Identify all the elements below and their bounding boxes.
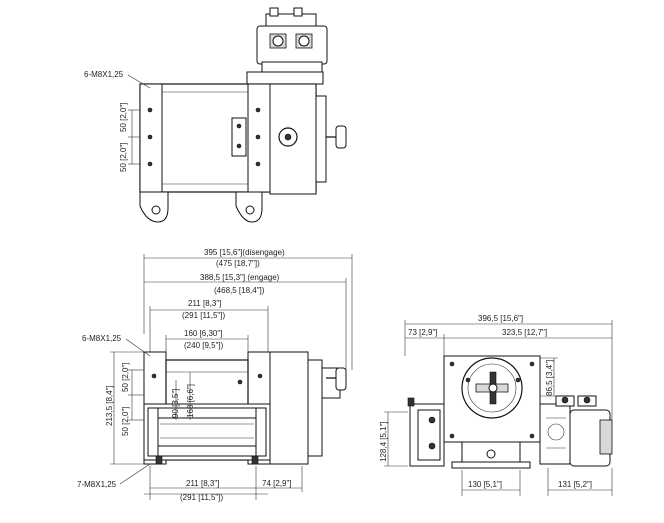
dim-128: 128,4 [5,1"] <box>379 421 388 462</box>
dim-131: 131 [5,2"] <box>558 480 592 489</box>
dim-90: 90 [3,5"] <box>171 388 180 418</box>
dim-213: 213,5 [8,4"] <box>105 385 114 426</box>
side-bottom-dims: 130 [5,1"] 131 [5,2"] <box>461 468 613 496</box>
top-drum-body <box>139 83 347 195</box>
side-view: 396,5 [15,6"] 73 [2,9"] 323,5 [12,7"] <box>379 314 613 496</box>
dim-395-disengage: 395 [15,6"](disengage) <box>204 248 285 257</box>
front-body <box>143 351 347 465</box>
dim-396: 396,5 [15,6"] <box>478 314 523 323</box>
dim-73: 73 [2,9"] <box>408 328 438 337</box>
top-left-dims: 50 [2,0"] 50 [2,0"] 6-M8X1,25 <box>84 70 151 172</box>
front-dim-50-upper: 50 [2,0"] <box>121 362 130 392</box>
top-dim-50-upper: 50 [2,0"] <box>119 102 128 132</box>
side-right-dims: 86,5 [3,4"] <box>540 357 558 397</box>
dim-475: (475 [18,7"]) <box>216 259 260 268</box>
front-view: 395 [15,6"](disengage) (475 [18,7"]) 388… <box>77 248 353 502</box>
dim-168: 168 [6,6"] <box>186 384 195 418</box>
front-dim-50-lower: 50 [2,0"] <box>121 406 130 436</box>
dim-86: 86,5 [3,4"] <box>545 360 554 396</box>
side-top-dims: 396,5 [15,6"] 73 [2,9"] 323,5 [12,7"] <box>404 314 613 420</box>
dim-211-top: 211 [8,3"] <box>188 299 221 308</box>
top-view: 50 [2,0"] 50 [2,0"] 6-M8X1,25 <box>84 7 347 223</box>
side-left-dims: 128,4 [5,1"] <box>379 411 408 467</box>
dim-388-engage: 388,5 [15,3"] (engage) <box>200 273 280 282</box>
dim-468: (468,5 [18,4"]) <box>214 286 265 295</box>
dim-211-bottom: 211 [8,3"] <box>186 479 219 488</box>
bottom-bolt-label: 7-M8X1,25 <box>77 480 117 489</box>
side-left-bracket <box>407 397 445 467</box>
front-bottom-dims: 211 [8,3"] (291 [11,5"]) 74 [2,9"] <box>144 466 303 502</box>
dim-74: 74 [2,9"] <box>262 479 292 488</box>
dim-160: 160 [6,30"] <box>184 329 222 338</box>
front-left-dims: 213,5 [8,4"] 50 [2,0"] 50 [2,0"] 90 [3,5… <box>77 334 195 489</box>
top-motor <box>246 7 328 85</box>
dim-130: 130 [5,1"] <box>468 480 502 489</box>
side-housing <box>443 355 541 469</box>
top-dim-50-lower: 50 [2,0"] <box>119 142 128 172</box>
side-motor <box>539 395 613 467</box>
dim-323: 323,5 [12,7"] <box>502 328 547 337</box>
front-bolt-label: 6-M8X1,25 <box>82 334 122 343</box>
top-feet <box>139 191 263 223</box>
top-bolt-label: 6-M8X1,25 <box>84 70 124 79</box>
front-overall-dims: 395 [15,6"](disengage) (475 [18,7"]) 388… <box>143 248 353 370</box>
dim-291-top: (291 [11,5"]) <box>182 311 225 320</box>
dim-240: (240 [9,5"]) <box>184 341 224 350</box>
dim-291-bottom: (291 [11,5"]) <box>180 493 223 502</box>
